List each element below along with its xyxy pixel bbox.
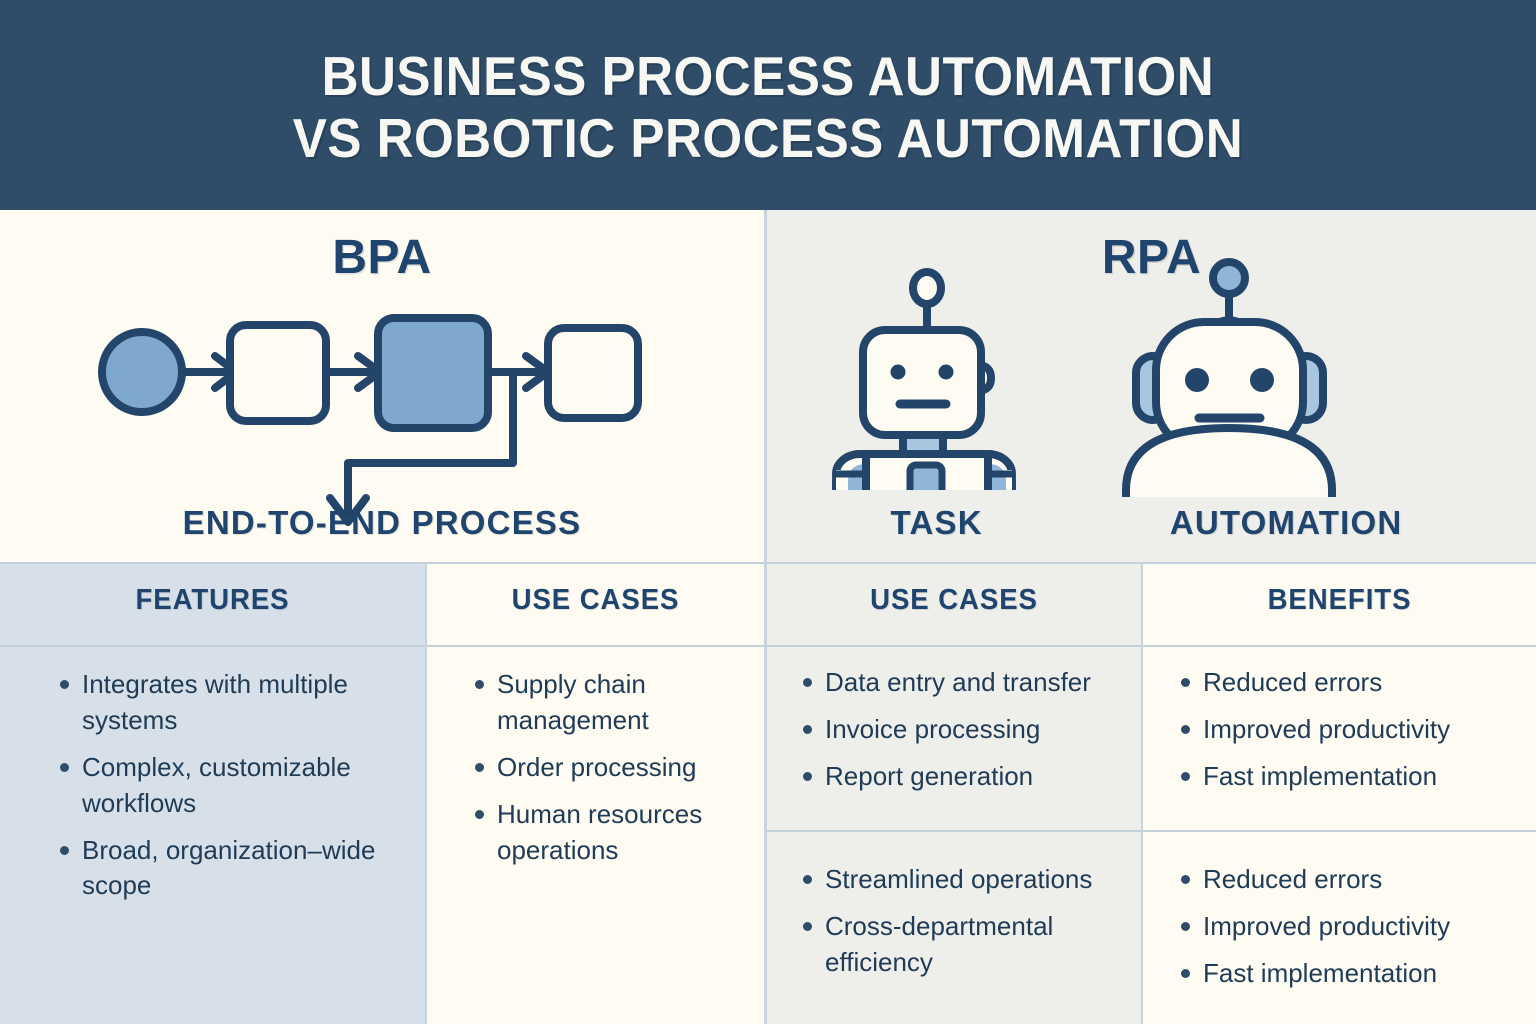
robot-round-icon [1122, 258, 1336, 497]
header-title-line-2: VS ROBOTIC PROCESS AUTOMATION [292, 107, 1244, 169]
table-divider-1 [425, 562, 427, 1024]
header-title-line-1: BUSINESS PROCESS AUTOMATION [321, 45, 1215, 108]
list-item: Invoice processing [795, 712, 1123, 748]
list-item: Improved productivity [1173, 909, 1520, 945]
rpa-caption-task: TASK [890, 504, 983, 541]
list-item: Streamlined operations [795, 862, 1123, 898]
list-item: Complex, customizable workflows [52, 750, 385, 822]
table-divider-3 [1141, 562, 1143, 1024]
list-item: Fast implementation [1173, 956, 1520, 992]
table-column-features: FEATURES Integrates with multiple system… [0, 562, 425, 1024]
bullet-list-rpa-use-cases-bottom: Streamlined operations Cross-departmenta… [795, 862, 1123, 992]
panel-divider [764, 210, 767, 562]
column-header-features: FEATURES [135, 584, 290, 616]
list-item: Improved productivity [1173, 712, 1520, 748]
list-item: Human resources operations [467, 797, 734, 869]
comparison-table: FEATURES Integrates with multiple system… [0, 562, 1536, 1024]
list-item: Reduced errors [1173, 862, 1520, 898]
panel-rpa: RPA [767, 210, 1536, 562]
list-item: Cross-departmental efficiency [795, 909, 1123, 981]
rpa-captions: TASK AUTOMATION [767, 504, 1536, 542]
column-header-bpa-use-cases: USE CASES [511, 584, 680, 616]
table-column-rpa-use-cases: USE CASES Data entry and transfer Invoic… [767, 562, 1141, 1024]
bullet-list-rpa-use-cases-top: Data entry and transfer Invoice processi… [795, 665, 1123, 806]
rpa-caption-automation: AUTOMATION [1169, 504, 1403, 541]
table-top-border [0, 562, 1536, 564]
bullet-list-benefits-top: Reduced errors Improved productivity Fas… [1173, 665, 1520, 806]
rpa-section-divider [767, 830, 1536, 832]
list-item: Report generation [795, 759, 1123, 795]
list-item: Integrates with multiple systems [52, 667, 385, 739]
column-header-rpa-use-cases: USE CASES [870, 584, 1038, 616]
panels-row: BPA [0, 210, 1536, 562]
rpa-title: RPA [1101, 231, 1202, 284]
column-header-benefits: BENEFITS [1267, 584, 1412, 616]
table-column-bpa-use-cases: USE CASES Supply chain management Order … [427, 562, 764, 1024]
list-item: Data entry and transfer [795, 665, 1123, 701]
list-item: Broad, organization–wide scope [52, 833, 385, 905]
bullet-list-features: Integrates with multiple systems Complex… [52, 667, 385, 915]
bullet-list-benefits-bottom: Reduced errors Improved productivity Fas… [1173, 862, 1520, 1003]
bpa-caption: END-TO-END PROCESS [182, 504, 582, 541]
header-banner: BUSINESS PROCESS AUTOMATION VS ROBOTIC P… [0, 0, 1536, 210]
table-header-border [0, 645, 1536, 647]
table-divider-2 [764, 562, 767, 1024]
robot-square-icon [832, 268, 1016, 490]
list-item: Reduced errors [1173, 665, 1520, 701]
bpa-flow-diagram-icon [98, 314, 642, 526]
bpa-title: BPA [332, 231, 432, 284]
table-column-benefits: BENEFITS Reduced errors Improved product… [1143, 562, 1536, 1024]
bullet-list-bpa-use-cases: Supply chain management Order processing… [467, 667, 734, 879]
list-item: Fast implementation [1173, 759, 1520, 795]
panel-bpa: BPA [0, 210, 764, 562]
list-item: Order processing [467, 750, 734, 786]
list-item: Supply chain management [467, 667, 734, 739]
